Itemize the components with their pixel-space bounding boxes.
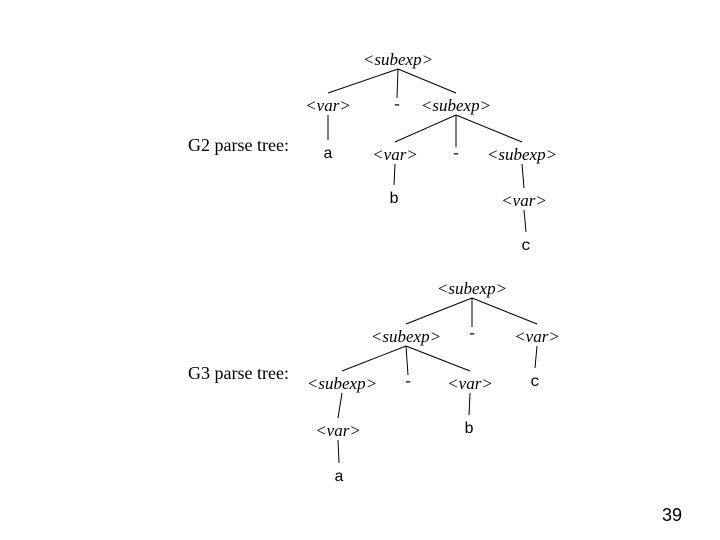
node-subexp: <subexp>: [487, 145, 557, 164]
node-c: c: [530, 373, 540, 391]
tree-edge: [396, 68, 399, 99]
tree-edge: [405, 345, 471, 372]
node-a: a: [323, 145, 333, 163]
node-subexp: <subexp>: [421, 96, 491, 115]
tree-edge: [327, 68, 399, 94]
tree-edge: [397, 68, 457, 94]
tree-edge: [471, 297, 538, 325]
node-minus: -: [451, 145, 461, 163]
node-var: <var>: [501, 191, 547, 210]
node-var: <var>: [514, 327, 560, 346]
tree-edge: [341, 345, 407, 372]
tree-edge: [521, 163, 525, 189]
tree-edge: [534, 345, 538, 369]
tree-edge: [468, 392, 471, 416]
page-number: 39: [661, 505, 682, 525]
parse-tree-1: G2 parse tree: <subexp> <var> - <subexp> a <va…: [188, 50, 557, 255]
node-var: <var>: [305, 96, 351, 115]
node-minus: -: [403, 373, 413, 391]
tree-edge: [405, 297, 473, 325]
tree-caption: G3 parse tree:: [188, 363, 289, 383]
parse-tree-2: G3 parse tree: <subexp> <subexp> - <var> <sub…: [188, 279, 560, 486]
node-c: c: [521, 237, 531, 255]
node-minus: -: [467, 325, 477, 343]
node-var: <var>: [372, 145, 418, 164]
node-var: <var>: [447, 374, 493, 393]
tree-edge: [405, 345, 409, 376]
tree-edge: [455, 114, 523, 143]
tree-edge: [393, 163, 396, 186]
node-subexp: <subexp>: [307, 374, 377, 393]
node-subexp: <subexp>: [437, 279, 507, 298]
tree-edge: [523, 209, 527, 233]
node-subexp: <subexp>: [363, 50, 433, 69]
node-b: b: [389, 190, 399, 208]
node-b: b: [464, 420, 474, 438]
tree-edge: [337, 439, 340, 464]
node-subexp: <subexp>: [371, 327, 441, 346]
tree-caption: G2 parse tree:: [188, 135, 289, 155]
tree-edge: [337, 392, 343, 419]
tree-edge: [394, 114, 457, 143]
node-a: a: [334, 468, 344, 486]
node-minus: -: [392, 96, 402, 114]
node-var: <var>: [315, 421, 361, 440]
